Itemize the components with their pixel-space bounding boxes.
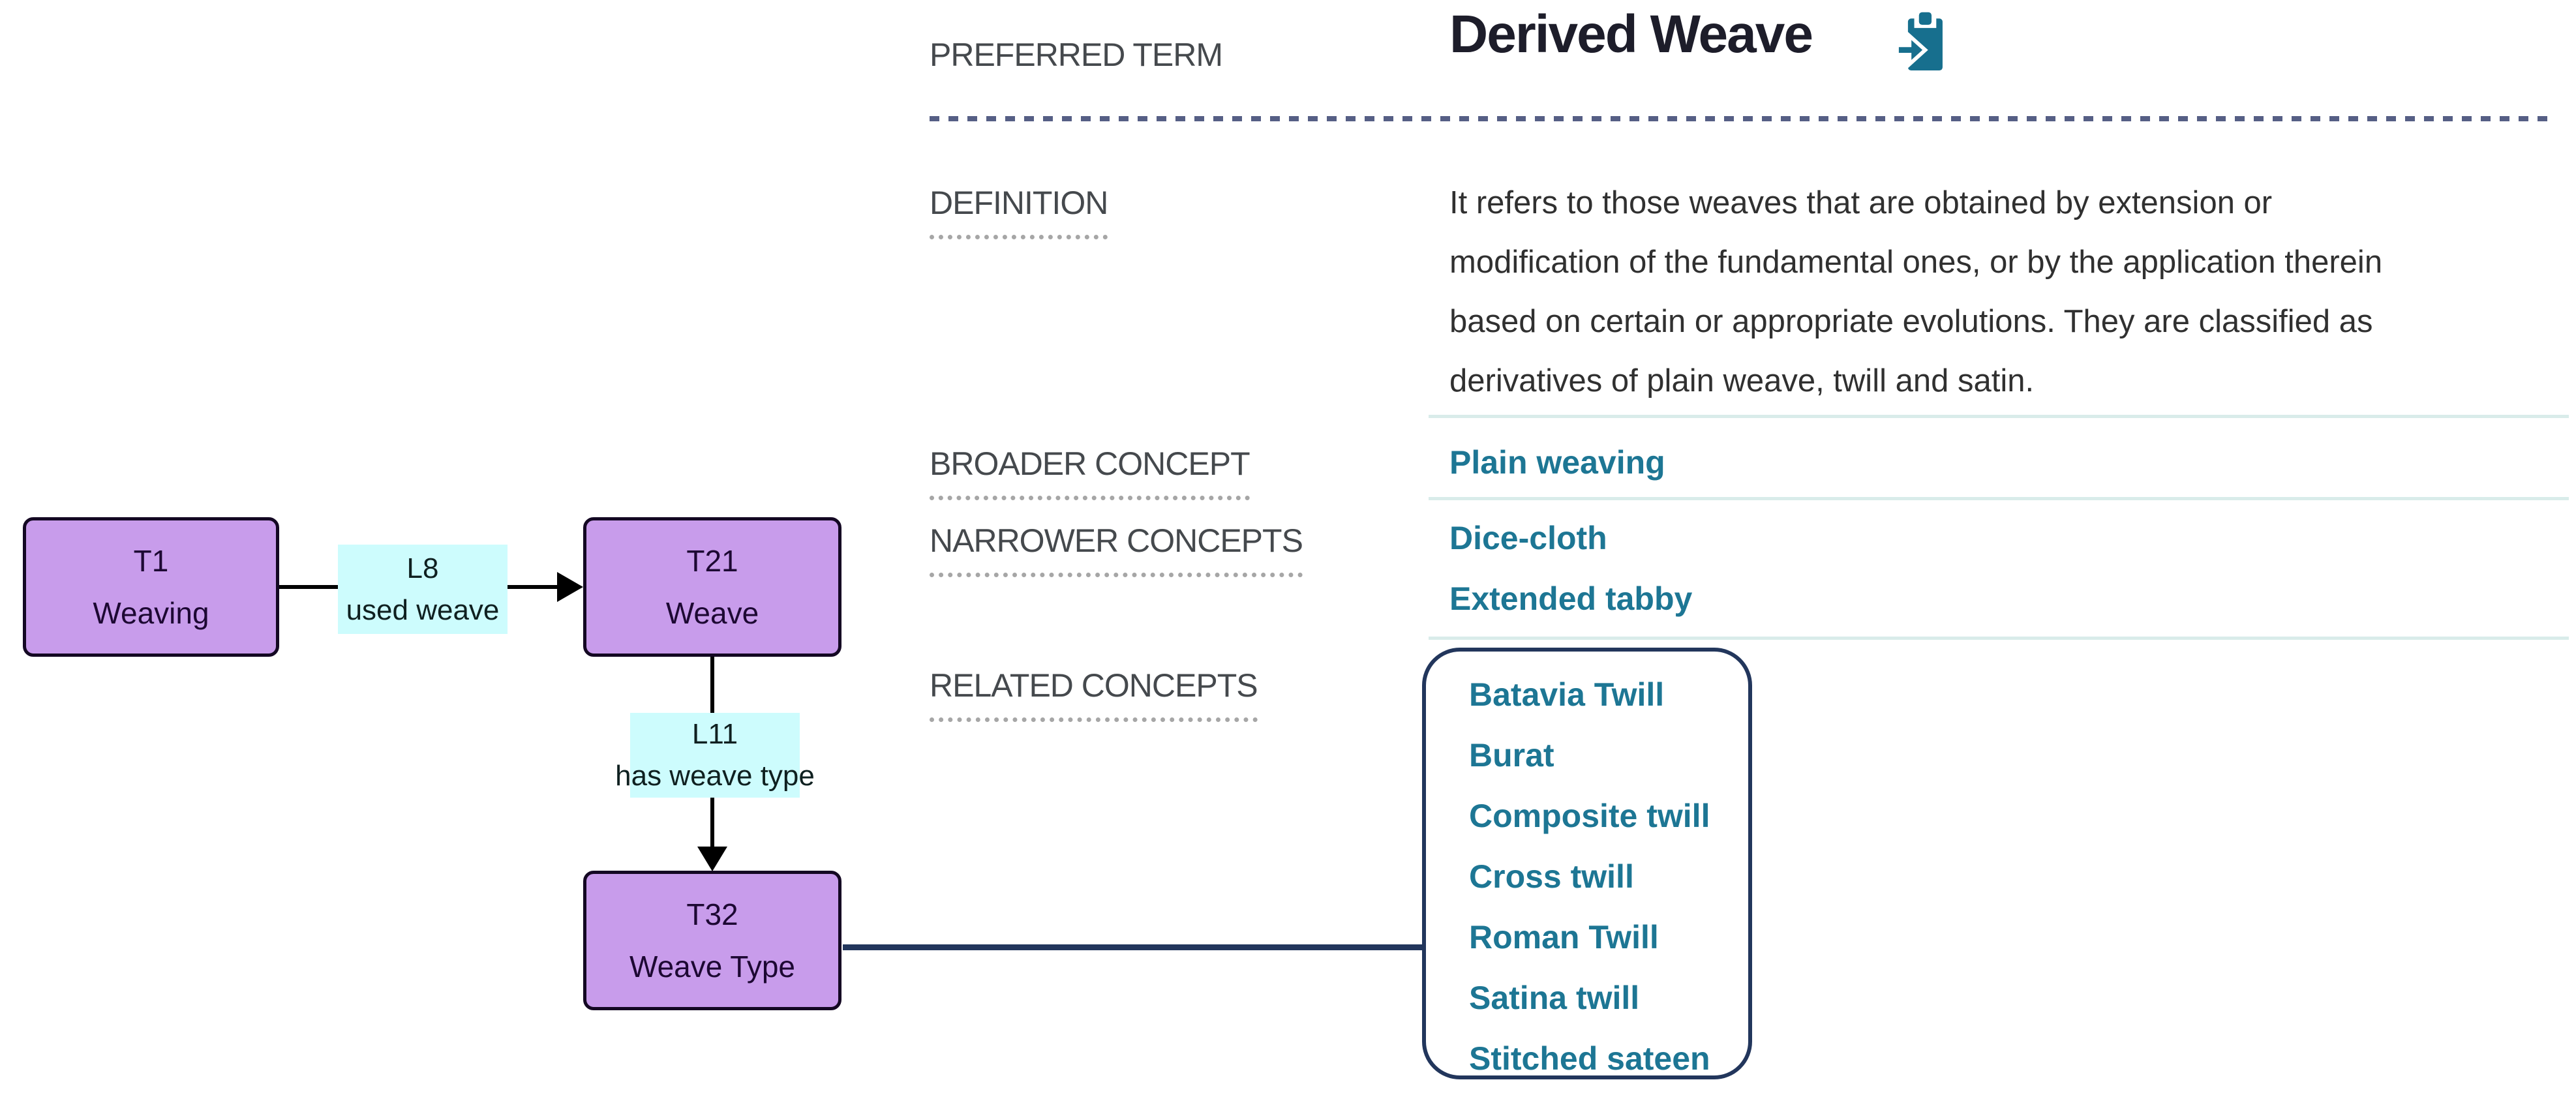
definition-line: based on certain or appropriate evolutio… bbox=[1449, 304, 2373, 339]
related-concept-link[interactable]: Burat bbox=[1469, 737, 1554, 774]
preferred-term-label: PREFERRED TERM bbox=[930, 37, 1223, 73]
narrower-concepts-label: NARROWER CONCEPTS bbox=[930, 522, 1303, 577]
related-concept-link[interactable]: Satina twill bbox=[1469, 980, 1640, 1016]
related-concept-link[interactable]: Stitched sateen bbox=[1469, 1040, 1710, 1077]
related-concept-link[interactable]: Composite twill bbox=[1469, 798, 1710, 834]
arrowhead-right-icon bbox=[557, 572, 583, 602]
narrower-concept-link[interactable]: Dice-cloth bbox=[1449, 520, 1607, 556]
edge-id: L8 bbox=[406, 552, 439, 584]
header-divider bbox=[930, 116, 2555, 121]
edge-label-l8: L8 used weave bbox=[338, 545, 508, 634]
related-concept-link[interactable]: Roman Twill bbox=[1469, 919, 1659, 955]
related-concept-link[interactable]: Batavia Twill bbox=[1469, 676, 1665, 713]
section-separator bbox=[1429, 415, 2569, 418]
node-label: Weave Type bbox=[629, 950, 795, 984]
section-separator bbox=[1429, 637, 2569, 640]
section-separator bbox=[1429, 497, 2569, 500]
page-title: Derived Weave bbox=[1449, 5, 1813, 64]
node-label: Weaving bbox=[93, 596, 209, 630]
narrower-concept-link[interactable]: Extended tabby bbox=[1449, 580, 1693, 617]
edge-id: L11 bbox=[691, 718, 738, 750]
definition-line: modification of the fundamental ones, or… bbox=[1449, 245, 2383, 280]
related-concepts-label: RELATED CONCEPTS bbox=[930, 667, 1258, 722]
node-label: Weave bbox=[665, 596, 759, 630]
edge-name: has weave type bbox=[615, 760, 815, 792]
connector-t32-to-related bbox=[843, 944, 1423, 950]
definition-line: It refers to those weaves that are obtai… bbox=[1449, 185, 2273, 220]
diagram-node-t21[interactable]: T21 Weave bbox=[583, 517, 841, 657]
copy-to-clipboard-icon[interactable] bbox=[1897, 12, 1950, 76]
node-id: T32 bbox=[686, 897, 738, 931]
broader-concept-link[interactable]: Plain weaving bbox=[1449, 444, 1665, 481]
related-concepts-box: Batavia Twill Burat Composite twill Cros… bbox=[1422, 648, 1752, 1079]
diagram-node-t1[interactable]: T1 Weaving bbox=[23, 517, 279, 657]
definition-label: DEFINITION bbox=[930, 184, 1108, 239]
node-id: T1 bbox=[133, 544, 169, 578]
arrowhead-down-icon bbox=[697, 847, 727, 871]
broader-concept-label: BROADER CONCEPT bbox=[930, 445, 1250, 500]
edge-name: used weave bbox=[346, 594, 500, 626]
definition-line: derivatives of plain weave, twill and sa… bbox=[1449, 363, 2035, 398]
node-id: T21 bbox=[686, 544, 738, 578]
diagram-node-t32[interactable]: T32 Weave Type bbox=[583, 871, 841, 1010]
related-concept-link[interactable]: Cross twill bbox=[1469, 858, 1634, 895]
definition-text: It refers to those weaves that are obtai… bbox=[1449, 173, 2382, 411]
edge-label-l11: L11 has weave type bbox=[615, 713, 815, 798]
